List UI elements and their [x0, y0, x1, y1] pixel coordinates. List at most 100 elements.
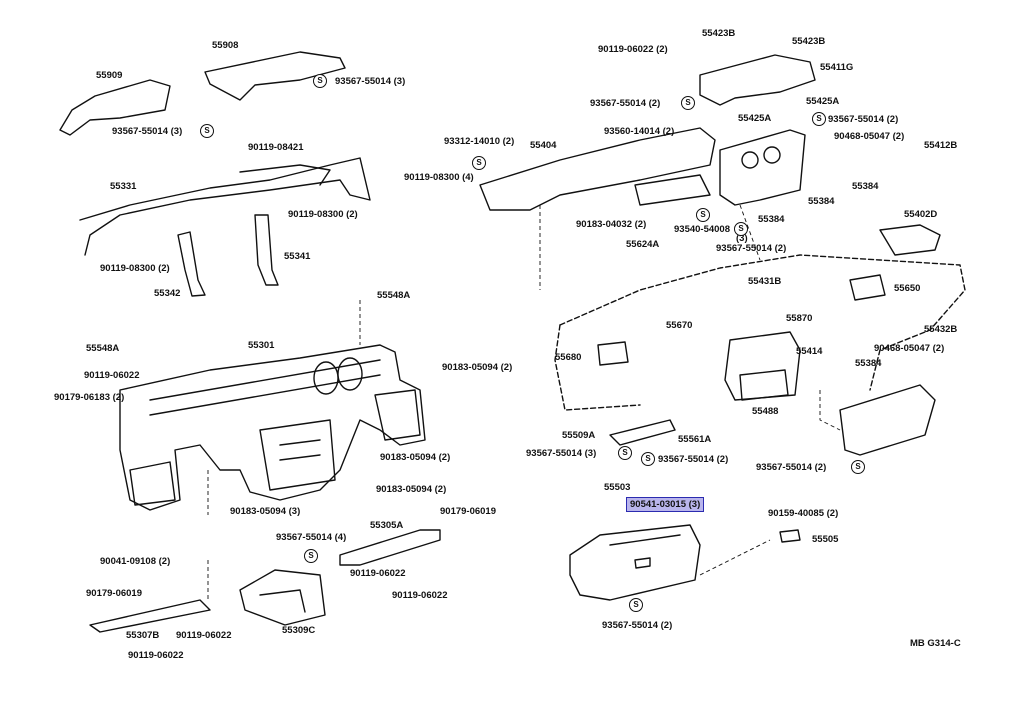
- part-label[interactable]: 55908: [212, 40, 239, 51]
- part-label[interactable]: 93567-55014 (2): [716, 243, 787, 254]
- part-label[interactable]: (3): [736, 233, 748, 244]
- part-label[interactable]: 55624A: [626, 239, 660, 250]
- part-label[interactable]: 90183-05094 (3): [230, 506, 301, 517]
- part-label[interactable]: 93567-55014 (2): [828, 114, 899, 125]
- screw-symbol-icon: S: [472, 156, 486, 170]
- part-label[interactable]: 93540-54008: [674, 224, 730, 235]
- part-label[interactable]: 93567-55014 (2): [756, 462, 827, 473]
- part-label[interactable]: 90119-08300 (2): [288, 209, 358, 220]
- part-55341: [254, 214, 279, 286]
- part-label[interactable]: 55331: [110, 181, 137, 192]
- part-label[interactable]: 90119-06022: [392, 590, 448, 601]
- part-label[interactable]: 90183-05094 (2): [380, 452, 451, 463]
- screw-symbol-icon: S: [851, 460, 865, 474]
- part-label[interactable]: 55870: [786, 313, 813, 324]
- part-label[interactable]: 93560-14014 (2): [604, 126, 675, 137]
- part-label[interactable]: 90119-06022: [350, 568, 406, 579]
- part-label[interactable]: 55670: [666, 320, 693, 331]
- part-label[interactable]: 93312-14010 (2): [444, 136, 515, 147]
- part-55909: [59, 79, 171, 136]
- part-label[interactable]: 90041-09108 (2): [100, 556, 171, 567]
- screw-symbol-icon: S: [313, 74, 327, 88]
- part-label[interactable]: 90119-06022: [84, 370, 140, 381]
- part-label[interactable]: 93567-55014 (2): [658, 454, 729, 465]
- part-55411G: [699, 54, 816, 106]
- part-55509A: [609, 419, 676, 446]
- part-label[interactable]: 90183-04032 (2): [576, 219, 647, 230]
- part-55488: [739, 369, 789, 401]
- part-label[interactable]: 90119-06022 (2): [598, 44, 668, 55]
- part-label[interactable]: 90119-08300 (4): [404, 172, 474, 183]
- part-label[interactable]: 90119-08421: [248, 142, 304, 153]
- part-label[interactable]: 55309C: [282, 625, 316, 636]
- part-55342: [177, 231, 206, 297]
- part-label[interactable]: 55384: [852, 181, 879, 192]
- part-55301: [119, 344, 426, 511]
- part-label[interactable]: 55384: [808, 196, 835, 207]
- part-label[interactable]: 93567-55014 (3): [526, 448, 597, 459]
- part-55309C: [239, 569, 326, 626]
- screw-symbol-icon: S: [734, 222, 748, 236]
- part-label[interactable]: 55384: [758, 214, 785, 225]
- part-label[interactable]: 93567-55014 (3): [335, 76, 406, 87]
- part-label[interactable]: 55680: [555, 352, 582, 363]
- part-label[interactable]: 90119-06022: [128, 650, 184, 661]
- part-55404: [479, 127, 716, 211]
- part-label[interactable]: 55561A: [678, 434, 712, 445]
- part-label[interactable]: 55384: [855, 358, 882, 369]
- part-label[interactable]: 55548A: [377, 290, 411, 301]
- part-label[interactable]: 55412B: [924, 140, 958, 151]
- part-label[interactable]: 55402D: [904, 209, 938, 220]
- screw-symbol-icon: S: [681, 96, 695, 110]
- part-label[interactable]: 55342: [154, 288, 181, 299]
- part-55414: [724, 331, 801, 401]
- part-label[interactable]: 90119-08300 (2): [100, 263, 170, 274]
- part-label[interactable]: 55423B: [702, 28, 736, 39]
- part-label[interactable]: 55341: [284, 251, 311, 262]
- part-label[interactable]: 90183-05094 (2): [376, 484, 447, 495]
- part-55650: [849, 274, 886, 301]
- screw-symbol-icon: S: [696, 208, 710, 222]
- part-label[interactable]: 90179-06019: [440, 506, 496, 517]
- screw-symbol-icon: S: [629, 598, 643, 612]
- part-55680: [597, 341, 629, 366]
- part-55307B: [89, 599, 211, 633]
- highlighted-part-label[interactable]: 90541-03015 (3): [626, 497, 705, 512]
- part-label[interactable]: 55431B: [748, 276, 782, 287]
- part-label[interactable]: 90179-06019: [86, 588, 142, 599]
- part-label[interactable]: 55425A: [738, 113, 772, 124]
- part-label[interactable]: 93567-55014 (3): [112, 126, 183, 137]
- part-label[interactable]: 55432B: [924, 324, 958, 335]
- part-label[interactable]: 55505: [812, 534, 839, 545]
- part-label[interactable]: 55414: [796, 346, 823, 357]
- part-label[interactable]: 90183-05094 (2): [442, 362, 513, 373]
- part-label[interactable]: 90119-06022: [176, 630, 232, 641]
- part-55402D: [879, 224, 941, 256]
- part-label[interactable]: 93567-55014 (2): [590, 98, 661, 109]
- part-label[interactable]: 55307B: [126, 630, 160, 641]
- part-label[interactable]: 55548A: [86, 343, 120, 354]
- part-label[interactable]: 90179-06183 (2): [54, 392, 125, 403]
- part-label[interactable]: 55503: [604, 482, 631, 493]
- part-label[interactable]: 93567-55014 (2): [602, 620, 673, 631]
- part-label[interactable]: 55425A: [806, 96, 840, 107]
- part-label[interactable]: 55509A: [562, 430, 596, 441]
- part-55305A: [339, 529, 441, 566]
- part-55331: [79, 157, 371, 256]
- part-label[interactable]: 93567-55014 (4): [276, 532, 347, 543]
- part-label[interactable]: 55301: [248, 340, 275, 351]
- part-label[interactable]: 55305A: [370, 520, 404, 531]
- part-label[interactable]: 55488: [752, 406, 779, 417]
- diagram-code: MB G314-C: [910, 638, 961, 649]
- part-label[interactable]: 55404: [530, 140, 557, 151]
- part-label[interactable]: 90468-05047 (2): [834, 131, 905, 142]
- part-label[interactable]: 90468-05047 (2): [874, 343, 945, 354]
- part-label[interactable]: 55411G: [820, 62, 854, 73]
- part-label[interactable]: 55909: [96, 70, 123, 81]
- part-label[interactable]: 55650: [894, 283, 921, 294]
- part-label[interactable]: 90159-40085 (2): [768, 508, 839, 519]
- part-label[interactable]: 55423B: [792, 36, 826, 47]
- part-55432B: [839, 384, 936, 456]
- part-55412B: [719, 129, 806, 206]
